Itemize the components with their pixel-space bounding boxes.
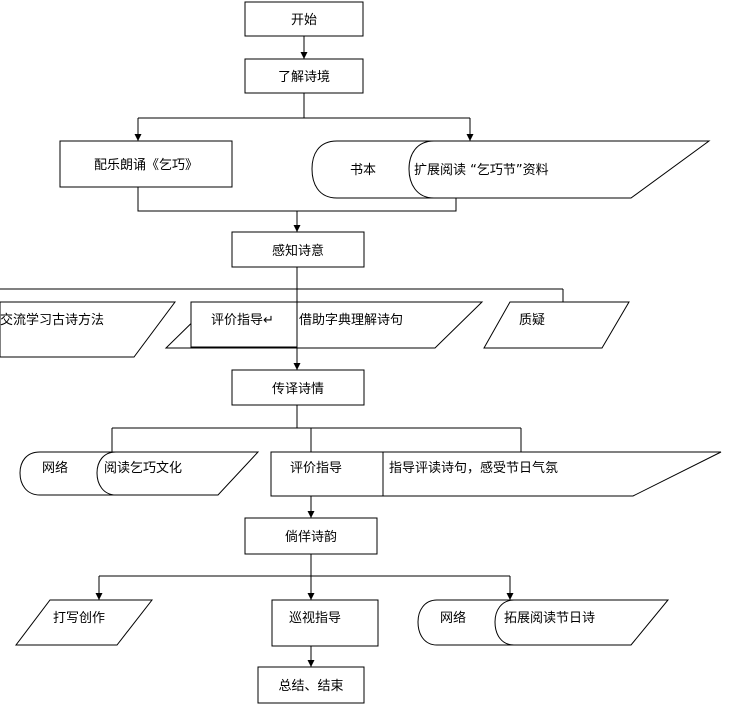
node-book-storage: 书本 [350, 163, 376, 178]
node-understand-scene-label: 了解诗境 [278, 70, 330, 85]
node-patrol-guide-label: 巡视指导 [289, 611, 341, 626]
node-exchange-methods-label: 交流学习古诗方法 [0, 312, 104, 328]
node-use-allusions-label: 借助字典理解诗句 [299, 313, 403, 328]
node-recite-music-label: 配乐朗诵《乞巧》 [94, 158, 198, 173]
node-extended-reading-label: 扩展阅读 “乞巧节”资料 [414, 163, 549, 178]
node-evaluate-guide-2: 评价指导 [270, 451, 384, 497]
node-extend-poems-label: 拓展阅读节日诗 [504, 611, 595, 626]
node-translate-feeling: 传译诗情 [231, 369, 365, 406]
node-network-2-label: 网络 [440, 610, 466, 626]
node-rhyme-label: 倘佯诗韵 [285, 530, 337, 545]
node-recite-music: 配乐朗诵《乞巧》 [59, 140, 233, 188]
node-question-label: 质疑 [519, 312, 545, 328]
node-summary-end: 总结、结束 [257, 666, 365, 704]
node-read-culture-data [19, 451, 260, 496]
node-perceive-meaning: 感知诗意 [231, 231, 365, 268]
node-evaluate-guide-1-label: 评价指导↵ [211, 313, 274, 328]
node-understand-scene: 了解诗境 [244, 58, 364, 94]
node-write-create: 打写创作 [14, 599, 154, 646]
node-network-1-storage: 网络 [42, 460, 68, 476]
node-guide-reading-label: 指导评读诗句，感受节日气氛 [389, 460, 558, 476]
node-translate-feeling-label: 传译诗情 [272, 382, 324, 397]
node-summary-end-label: 总结、结束 [278, 679, 343, 694]
node-patrol-guide: 巡视指导 [271, 599, 379, 647]
node-network-1-label: 网络 [42, 460, 68, 476]
node-start-label: 开始 [291, 13, 317, 28]
node-start: 开始 [244, 1, 364, 37]
node-extend-poems-data [417, 599, 670, 646]
node-question: 质疑 [483, 301, 630, 349]
node-exchange-methods: 交流学习古诗方法 [0, 301, 176, 358]
node-rhyme: 倘佯诗韵 [244, 517, 378, 555]
node-network-2-storage: 网络 [440, 610, 466, 626]
node-book-label: 书本 [350, 163, 376, 178]
node-evaluate-guide-2-label: 评价指导 [290, 461, 342, 476]
node-write-create-label: 打写创作 [53, 611, 105, 626]
node-evaluate-guide-1: 评价指导↵ [190, 301, 298, 348]
node-read-culture-label: 阅读乞巧文化 [104, 461, 182, 476]
node-perceive-meaning-label: 感知诗意 [272, 243, 324, 259]
node-extended-reading-data [311, 140, 711, 199]
